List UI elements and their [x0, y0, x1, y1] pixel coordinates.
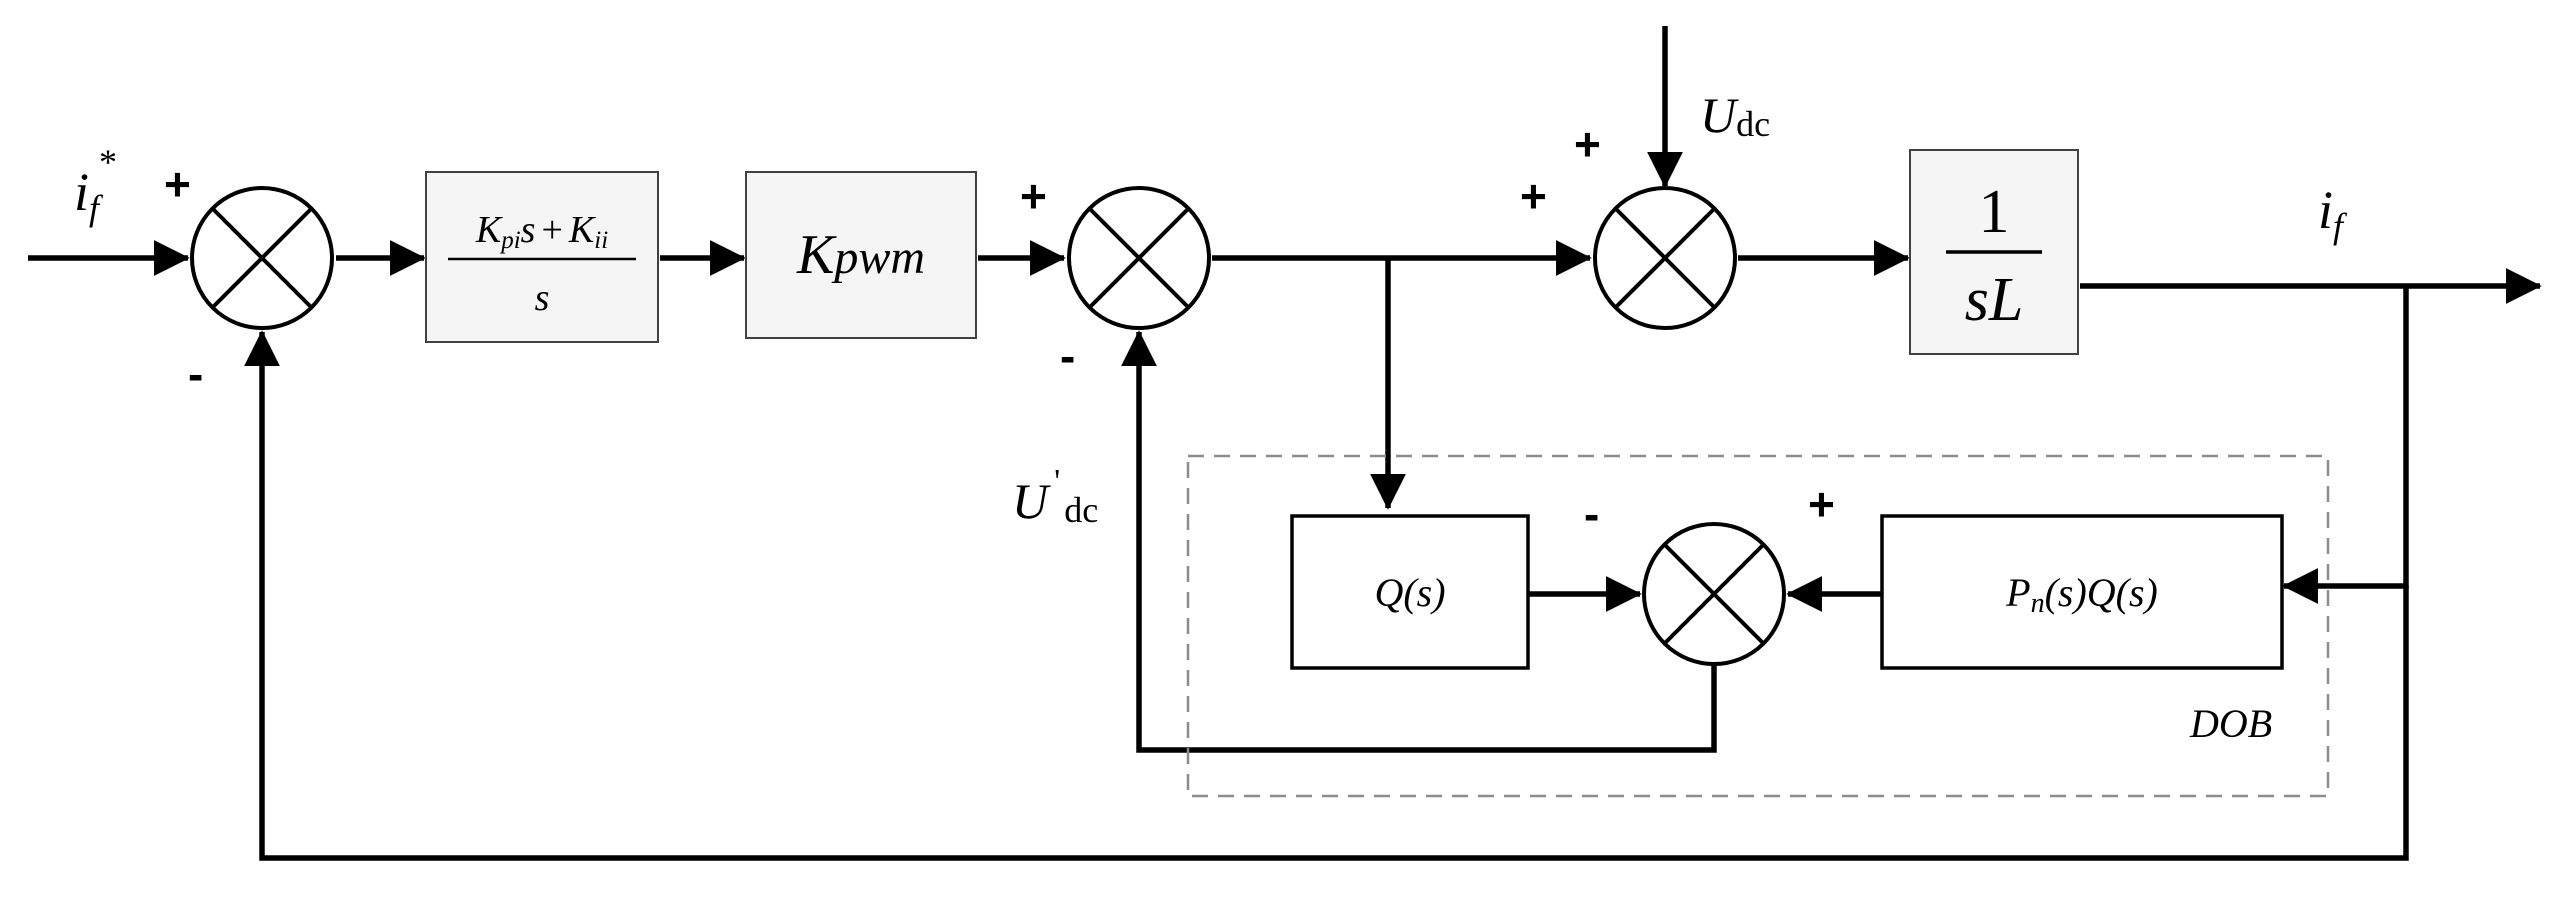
- input-signal-label: if*: [74, 142, 117, 228]
- sum-junction-3: [1593, 186, 1737, 330]
- q-filter-block: Q(s): [1290, 514, 1530, 670]
- sign-sum2-plus: +: [1020, 170, 1047, 222]
- sign-sum4-minus: -: [1584, 488, 1599, 540]
- sign-sum3-plus-top: +: [1574, 118, 1601, 170]
- pi-controller-block: Kpis+Kii s: [425, 171, 659, 343]
- svg-text:Kpis+Kii: Kpis+Kii: [475, 209, 608, 254]
- sum-junction-4: [1642, 522, 1786, 666]
- plant-numerator: 1: [1979, 178, 2010, 246]
- sign-sum3-plus-left: +: [1520, 170, 1547, 222]
- pi-denominator: s: [535, 277, 550, 319]
- wire-estimate-feedback: [1121, 330, 1717, 753]
- estimated-disturbance-label: U'dc: [1012, 463, 1098, 530]
- dob-label: DOB: [2189, 701, 2272, 746]
- nominal-model-block: Pn(s)Q(s): [1880, 514, 2284, 670]
- q-filter-label: Q(s): [1374, 570, 1445, 615]
- sign-sum4-plus: +: [1808, 478, 1835, 530]
- svg-text:Kpwm: Kpwm: [796, 224, 925, 286]
- pwm-gain-block: Kpwm: [745, 171, 977, 339]
- sign-sum1-minus: -: [188, 348, 203, 400]
- plant-block: 1 sL: [1909, 149, 2079, 355]
- sign-sum2-minus: -: [1060, 330, 1075, 382]
- sum-junction-1: [190, 186, 334, 330]
- sign-sum1-plus: +: [164, 158, 191, 210]
- sum-junction-2: [1067, 186, 1211, 330]
- dob-frame: [1186, 454, 2330, 798]
- output-signal-label: if: [2318, 180, 2348, 246]
- wire-main-feedback: [244, 330, 2409, 861]
- plant-denominator: sL: [1965, 266, 2024, 334]
- svg-text:Pn(s)Q(s): Pn(s)Q(s): [2005, 570, 2158, 619]
- wire-output-to-pnq: [2282, 286, 2409, 604]
- wires: [28, 26, 2542, 861]
- disturbance-label: Udc: [1700, 87, 1770, 144]
